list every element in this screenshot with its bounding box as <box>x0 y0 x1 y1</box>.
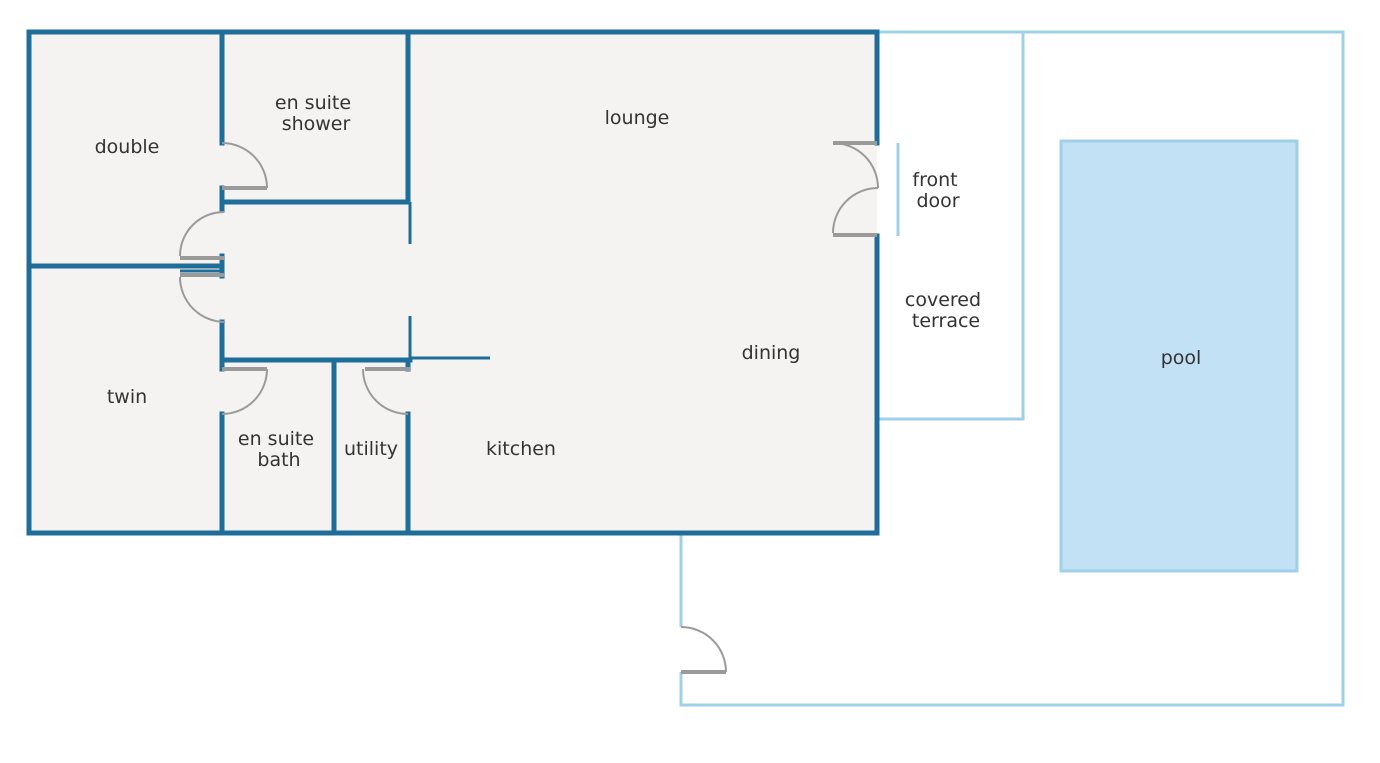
exterior-walls <box>26 29 880 536</box>
door-twin <box>179 273 226 323</box>
label-twin: twin <box>107 386 147 408</box>
door-en-suite-shower <box>221 142 268 190</box>
door-double <box>179 211 225 260</box>
doors <box>179 141 900 674</box>
label-en-suite-shower: en suite shower <box>275 92 357 135</box>
outdoor-boundaries <box>679 30 1345 707</box>
garden-boundary <box>679 30 1345 707</box>
house-interior <box>29 32 877 533</box>
label-lounge: lounge <box>605 107 670 129</box>
door-front <box>832 141 879 237</box>
room-labels: double en suite shower lounge front door… <box>95 92 1202 471</box>
label-utility: utility <box>344 438 398 460</box>
label-covered-terrace: covered terrace <box>905 289 987 332</box>
label-pool: pool <box>1161 347 1202 369</box>
pool <box>1059 139 1299 573</box>
label-kitchen: kitchen <box>486 438 556 460</box>
label-front-door: front door <box>912 169 963 212</box>
covered-terrace-boundary <box>878 30 1025 421</box>
label-dining: dining <box>742 342 801 364</box>
door-utility <box>362 367 410 415</box>
label-double: double <box>95 136 160 158</box>
exterior-wall-main <box>26 29 880 536</box>
label-en-suite-bath: en suite bath <box>238 428 320 471</box>
door-garden-gate <box>680 626 727 674</box>
door-en-suite-bath <box>221 367 268 415</box>
interior-walls <box>26 29 490 536</box>
